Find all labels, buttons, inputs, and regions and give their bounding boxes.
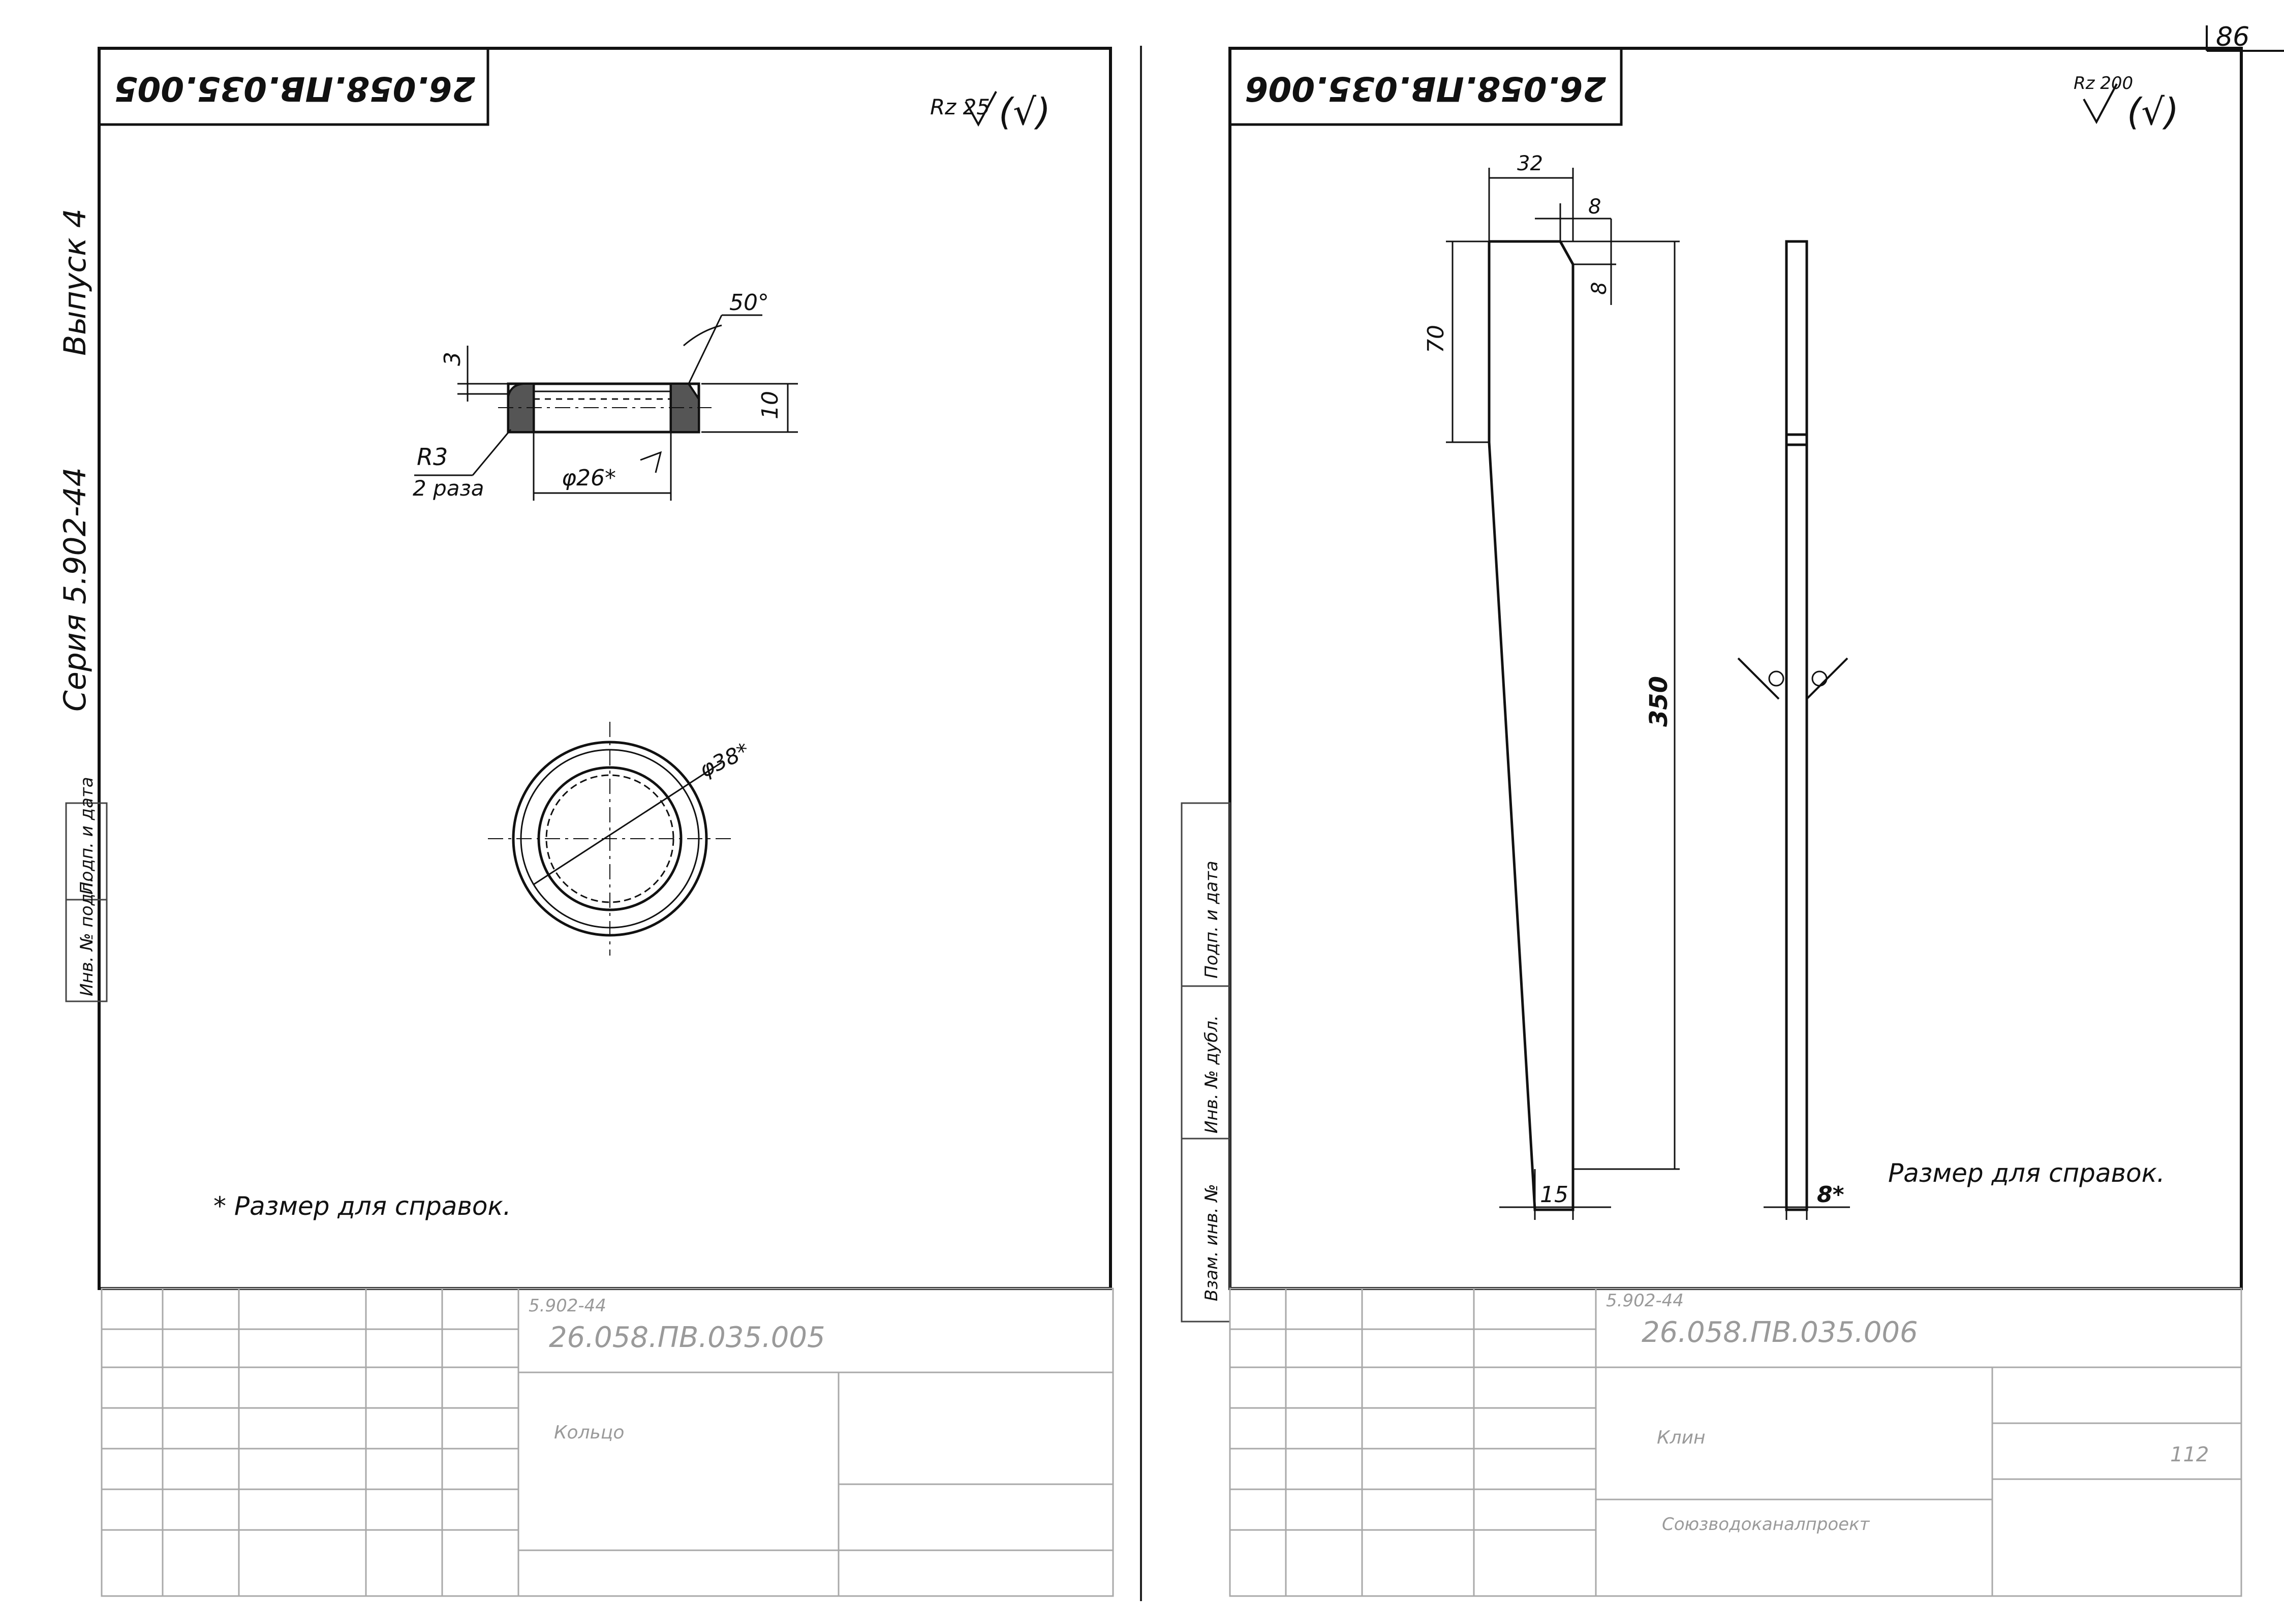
svg-text:Кольцо: Кольцо <box>554 1422 624 1443</box>
dim-height-70: 70 <box>1423 325 1449 353</box>
dim-chamfer-8-v: 8 <box>1588 282 1611 295</box>
left-side-stamps: Подп. и дата Инв. № подл. <box>65 777 108 1002</box>
left-sheet: 26.058.ПВ.035.005 Rz 25 (√) <box>65 47 1114 1597</box>
dim-radius-note: 2 раза <box>413 476 484 501</box>
dim-height-350: 350 <box>1645 676 1673 727</box>
dim-radius-r3: R3 <box>417 443 448 471</box>
right-stamp-box <box>1228 47 1623 126</box>
svg-text:(√): (√) <box>999 90 1051 133</box>
svg-text:Инв. № подл.: Инв. № подл. <box>77 877 97 996</box>
right-note: Размер для справок. <box>1888 1158 2165 1188</box>
series-label: Серия 5.902-44 <box>57 467 93 712</box>
ring-section-dims <box>414 314 798 501</box>
ring-plan-view <box>488 722 732 956</box>
ring-section-view <box>498 382 712 434</box>
right-stamp-code: 26.058.ПВ.035.006 <box>1245 69 1607 108</box>
left-title-block: 5.902-44 26.058.ПВ.035.005 Кольцо <box>101 1288 1114 1597</box>
dim-angle-50: 50° <box>729 290 769 316</box>
svg-text:(√): (√) <box>2127 90 2179 133</box>
left-note: * Размер для справок. <box>213 1191 511 1221</box>
wedge-side-dims <box>1764 1169 1850 1220</box>
svg-text:5.902-44: 5.902-44 <box>529 1296 606 1316</box>
svg-text:Подп. и дата: Подп. и дата <box>1201 861 1222 978</box>
left-roughness-mark: Rz 25 (√) <box>930 90 1051 133</box>
right-title-code: 26.058.ПВ.035.006 <box>1642 1316 1918 1349</box>
svg-text:Подп. и дата: Подп. и дата <box>77 777 97 895</box>
dim-thickness-8: 8* <box>1817 1182 1844 1208</box>
svg-text:Инв. № дубл.: Инв. № дубл. <box>1201 1015 1222 1133</box>
right-side-stamps: Взам. инв. № Инв. № дубл. Подп. и дата <box>1181 802 1231 1323</box>
svg-text:Союзводоканалпроект: Союзводоканалпроект <box>1662 1514 1870 1535</box>
left-stamp-box <box>98 47 489 126</box>
svg-text:5.902-44: 5.902-44 <box>1606 1291 1684 1311</box>
right-roughness-mark: Rz 200 (√) <box>2074 73 2179 133</box>
left-stamp-code: 26.058.ПВ.035.005 <box>114 69 476 108</box>
svg-text:112: 112 <box>2170 1443 2209 1466</box>
dim-height-3: 3 <box>440 352 466 366</box>
svg-text:Взам. инв. №: Взам. инв. № <box>1201 1184 1222 1301</box>
wedge-side-view <box>1737 240 1848 1211</box>
left-title-code: 26.058.ПВ.035.005 <box>549 1321 825 1354</box>
right-title-block: 5.902-44 26.058.ПВ.035.006 Клин 112 Союз… <box>1229 1288 2242 1597</box>
svg-text:Rz 200: Rz 200 <box>2074 73 2133 94</box>
left-frame <box>98 47 1112 1290</box>
dim-width-32: 32 <box>1517 152 1543 175</box>
dim-inner-diameter: φ26* <box>562 465 616 491</box>
dim-bottom-15: 15 <box>1540 1182 1568 1208</box>
dim-chamfer-8-h: 8 <box>1588 195 1601 219</box>
wedge-front-view <box>1488 240 1575 1211</box>
right-sheet: 26.058.ПВ.035.006 Rz 200 (√) <box>1181 47 2243 1597</box>
dim-height-10: 10 <box>757 391 783 419</box>
issue-label: Выпуск 4 <box>57 208 93 356</box>
right-frame <box>1228 47 2243 1290</box>
svg-text:Rz 25: Rz 25 <box>930 95 990 119</box>
wedge-front-dims <box>1446 168 1680 1220</box>
svg-text:Клин: Клин <box>1657 1427 1706 1448</box>
dim-outer-diameter: φ38* <box>696 738 753 782</box>
